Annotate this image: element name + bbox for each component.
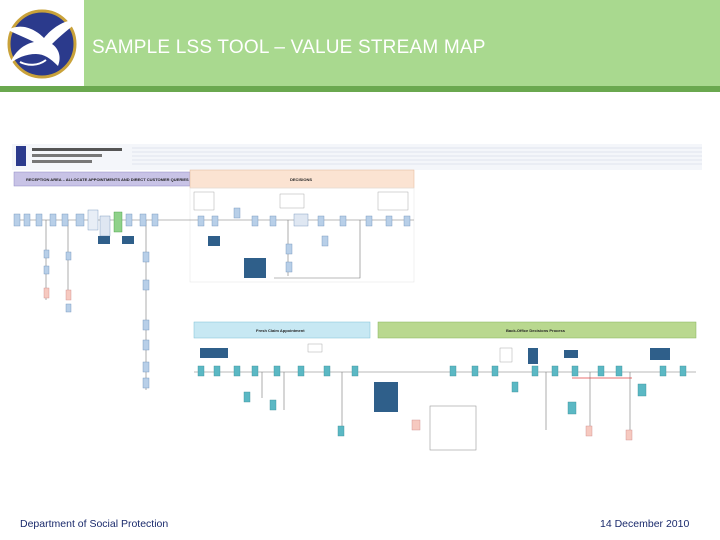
- reception-flow: [16, 219, 190, 390]
- map-header-band: [12, 144, 702, 170]
- lane-header-fresh-claim: Fresh Claim Appointment: [193, 321, 371, 339]
- lane-header-reception: RECEPTION AREA – ALLOCATE APPOINTMENTS A…: [13, 171, 191, 187]
- back-office-process-boxes: [449, 347, 687, 441]
- value-stream-map-diagram: RECEPTION AREA – ALLOCATE APPOINTMENTS A…: [12, 144, 702, 451]
- decisions-process-boxes: [193, 191, 411, 278]
- lane-label-fresh-claim: Fresh Claim Appointment: [256, 328, 305, 333]
- fresh-claim-process-boxes: [197, 343, 421, 437]
- lane-label-reception: RECEPTION AREA – ALLOCATE APPOINTMENTS A…: [26, 177, 189, 182]
- dove-logo-icon: [7, 9, 80, 79]
- lane-label-back-office: Back-Office Decisions Process: [506, 328, 566, 333]
- fresh-claim-flow: [194, 371, 477, 451]
- slide-title: SAMPLE LSS TOOL – VALUE STREAM MAP: [92, 37, 486, 58]
- back-office-flow: [442, 371, 696, 436]
- reception-process-boxes: [13, 209, 159, 389]
- footer-department: Department of Social Protection: [20, 518, 169, 530]
- slide-header: [0, 0, 720, 86]
- header-divider: [0, 86, 720, 92]
- lane-header-back-office: Back-Office Decisions Process: [377, 321, 697, 339]
- logo: [0, 0, 84, 86]
- lane-label-decisions: DECISIONS: [290, 177, 312, 182]
- decisions-panel: [189, 187, 415, 283]
- lane-header-decisions: DECISIONS: [189, 169, 415, 189]
- value-stream-map: RECEPTION AREA – ALLOCATE APPOINTMENTS A…: [12, 140, 702, 460]
- footer-date: 14 December 2010: [600, 518, 690, 530]
- decisions-flow: [190, 219, 414, 279]
